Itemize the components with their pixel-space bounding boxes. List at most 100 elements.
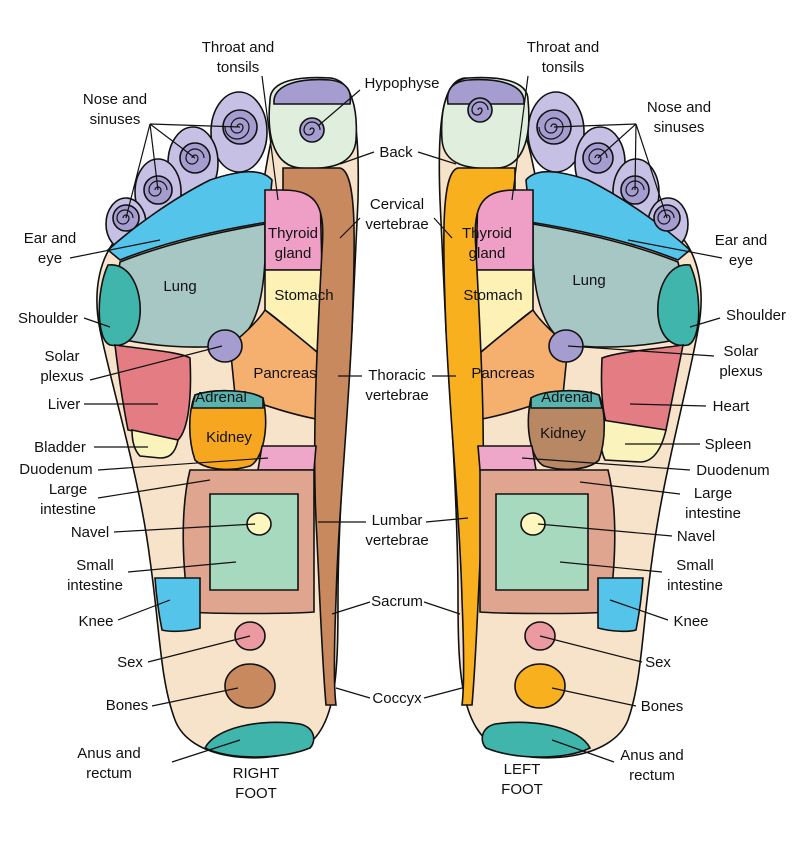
label-nose-sinuses-right: Nose and (83, 91, 147, 108)
zone-labels: Thyroid gland Lung Stomach Pancreas Adre… (163, 225, 605, 446)
label-sex-right: Sex (117, 654, 143, 671)
label-anus-right-2: rectum (86, 765, 132, 782)
zone-label-gland: gland (469, 245, 506, 262)
label-bones-right: Bones (106, 697, 149, 714)
label-small-intestine-right-2: intestine (67, 577, 123, 594)
label-duodenum-left: Duodenum (696, 462, 769, 479)
label-coccyx: Coccyx (372, 690, 422, 707)
left-anus-zone (481, 721, 592, 758)
label-duodenum-right: Duodenum (19, 461, 92, 478)
zone-label-lung: Lung (572, 272, 605, 289)
left-knee-zone (597, 577, 644, 633)
right-anus-zone (203, 721, 315, 758)
right-shoulder-zone (98, 264, 141, 347)
caption-left-foot: LEFT (504, 761, 541, 778)
left-spine-zone (442, 167, 516, 706)
right-ear-eye-zone (106, 170, 273, 261)
label-lumbar-2: vertebrae (365, 532, 428, 549)
left-solar-plexus-zone (548, 329, 584, 363)
label-cervical: Cervical (370, 196, 424, 213)
zone-label-thyroid: Thyroid (462, 225, 512, 242)
label-bladder: Bladder (34, 439, 86, 456)
label-sacrum: Sacrum (371, 593, 423, 610)
label-large-intestine-left-2: intestine (685, 505, 741, 522)
zone-label-pancreas: Pancreas (471, 365, 534, 382)
left-navel-zone (520, 512, 546, 536)
label-throat-tonsils-right-2: tonsils (217, 59, 260, 76)
left-hypophyse-zone (446, 78, 525, 105)
zone-label-lung: Lung (163, 278, 196, 295)
left-shoulder-zone (657, 264, 700, 347)
left-bones-zone (514, 663, 566, 709)
left-ear-eye-zone (525, 170, 692, 261)
label-thoracic: Thoracic (368, 367, 426, 384)
label-nose-sinuses-left-2: sinuses (654, 119, 705, 136)
label-large-intestine-right: Large (49, 481, 87, 498)
zone-label-stomach: Stomach (463, 287, 522, 304)
label-bones-left: Bones (641, 698, 684, 715)
label-large-intestine-left: Large (694, 485, 732, 502)
right-solar-plexus-zone (207, 329, 243, 363)
right-spine-zone (282, 167, 356, 706)
label-solar-right: Solar (44, 348, 79, 365)
zone-label-thyroid: Thyroid (268, 225, 318, 242)
leader-lines (69, 75, 723, 763)
label-anus-left: Anus and (620, 747, 683, 764)
label-anus-right: Anus and (77, 745, 140, 762)
zone-label-adrenal: Adrenal (541, 389, 593, 406)
label-solar-left-2: plexus (719, 363, 762, 380)
label-sex-left: Sex (645, 654, 671, 671)
zone-label-pancreas: Pancreas (253, 365, 316, 382)
caption-right-foot: RIGHT (233, 765, 280, 782)
left-heart-zone (600, 344, 685, 441)
right-hypophyse-zone (273, 78, 352, 105)
left-adrenal-zone (530, 389, 604, 409)
label-small-intestine-left: Small (676, 557, 714, 574)
left-small-intestine-zone (495, 493, 589, 591)
label-ear-eye-right-2: eye (38, 250, 62, 267)
label-solar-right-2: plexus (40, 368, 83, 385)
label-lumbar: Lumbar (372, 512, 423, 529)
label-throat-tonsils-right: Throat and (202, 39, 275, 56)
label-throat-tonsils-left-2: tonsils (542, 59, 585, 76)
zone-label-stomach: Stomach (274, 287, 333, 304)
label-thoracic-2: vertebrae (365, 387, 428, 404)
label-ear-eye-left: Ear and (715, 232, 768, 249)
right-foot (96, 76, 360, 759)
label-hypophyse: Hypophyse (364, 75, 439, 92)
label-cervical-2: vertebrae (365, 216, 428, 233)
label-nose-sinuses-right-2: sinuses (90, 111, 141, 128)
label-back: Back (379, 144, 413, 161)
right-knee-zone (154, 577, 201, 633)
label-navel-right: Navel (71, 524, 109, 541)
label-knee-left: Knee (673, 613, 708, 630)
right-adrenal-zone (190, 389, 264, 409)
label-navel-left: Navel (677, 528, 715, 545)
label-shoulder-right: Shoulder (18, 310, 78, 327)
zone-label-kidney: Kidney (206, 429, 252, 446)
label-ear-eye-left-2: eye (729, 252, 753, 269)
left-foot (438, 76, 702, 759)
label-ear-eye-right: Ear and (24, 230, 77, 247)
right-small-intestine-zone (209, 493, 299, 591)
label-knee-right: Knee (78, 613, 113, 630)
outer-labels: Throat and tonsils Throat and tonsils No… (18, 39, 786, 802)
label-solar-left: Solar (723, 343, 758, 360)
label-shoulder-left: Shoulder (726, 307, 786, 324)
label-small-intestine-left-2: intestine (667, 577, 723, 594)
label-liver: Liver (48, 396, 81, 413)
label-small-intestine-right: Small (76, 557, 114, 574)
label-throat-tonsils-left: Throat and (527, 39, 600, 56)
label-nose-sinuses-left: Nose and (647, 99, 711, 116)
label-heart: Heart (713, 398, 751, 415)
zone-label-gland: gland (275, 245, 312, 262)
zone-label-adrenal: Adrenal (195, 389, 247, 406)
right-bladder-zone (131, 429, 179, 459)
label-large-intestine-right-2: intestine (40, 501, 96, 518)
right-bones-zone (224, 663, 276, 709)
zone-label-kidney: Kidney (540, 425, 586, 442)
label-spleen: Spleen (705, 436, 752, 453)
label-anus-left-2: rectum (629, 767, 675, 784)
